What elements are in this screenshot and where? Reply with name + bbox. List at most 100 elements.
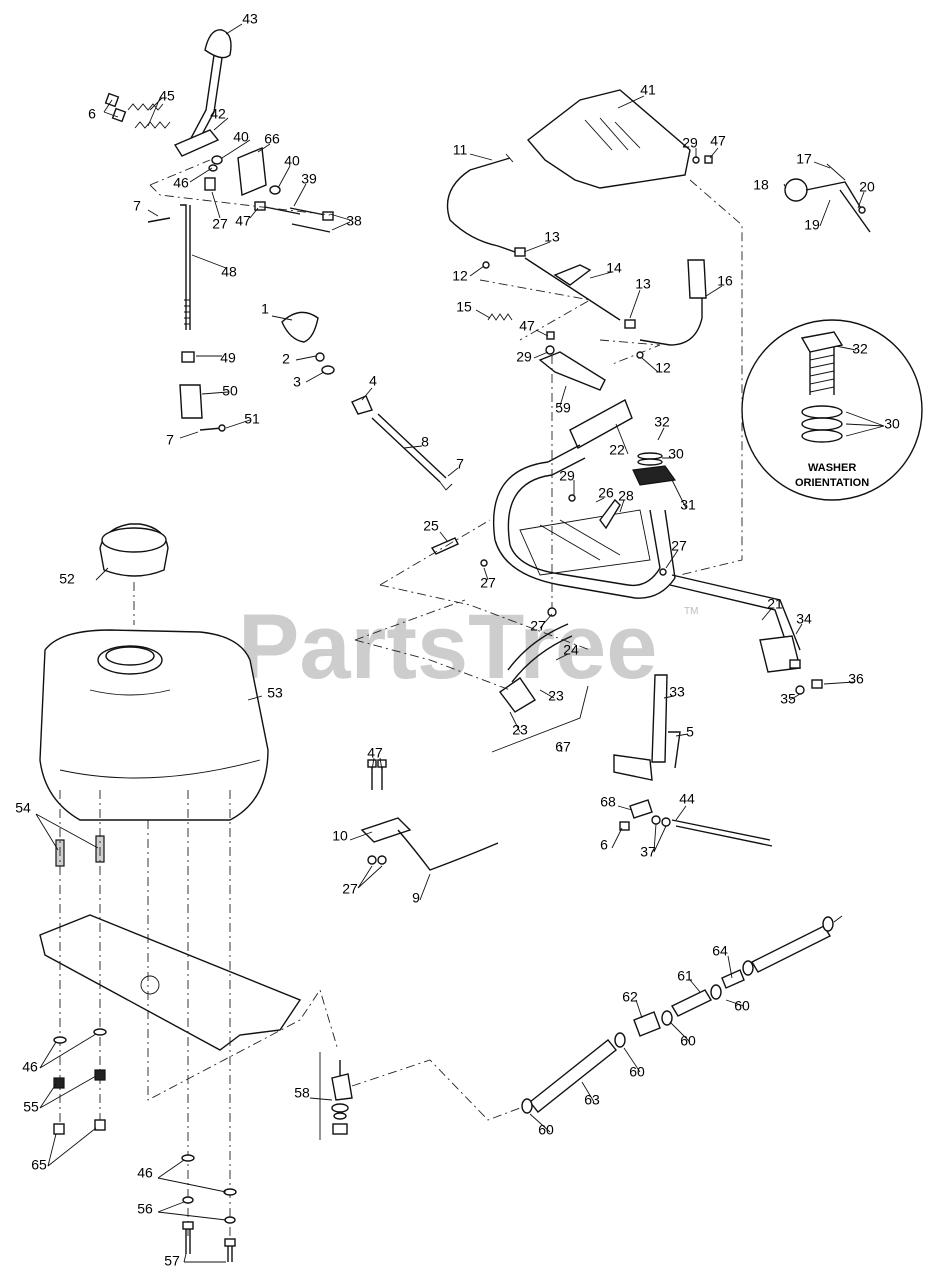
callout-c8: 8	[421, 434, 429, 450]
washer-orientation-detail: WASHER ORIENTATION	[741, 319, 923, 501]
callout-c46b: 46	[22, 1059, 38, 1075]
callout-c47c: 47	[519, 318, 535, 334]
watermark-trademark: TM	[684, 606, 698, 617]
callout-c47b: 47	[710, 133, 726, 149]
control-knob	[281, 311, 319, 343]
callout-c30a: 30	[884, 416, 900, 432]
callout-c36: 36	[848, 671, 864, 687]
callout-c60b: 60	[680, 1033, 696, 1049]
callout-c53: 53	[267, 685, 283, 701]
callout-c15: 15	[456, 299, 472, 315]
callout-c18: 18	[753, 177, 769, 193]
callout-c56: 56	[137, 1201, 153, 1217]
watermark: PartsTree	[238, 596, 657, 698]
callout-c23a: 23	[548, 688, 564, 704]
lift-control-rod	[281, 311, 453, 491]
callout-c46c: 46	[137, 1165, 153, 1181]
throttle-cable	[360, 759, 499, 871]
callout-c13b: 13	[635, 276, 651, 292]
callout-c23b: 23	[512, 722, 528, 738]
callout-c46a: 46	[173, 175, 189, 191]
callout-c6b: 6	[600, 837, 608, 853]
callout-c32a: 32	[852, 341, 868, 357]
small-lever-assembly	[784, 163, 871, 233]
callout-c38: 38	[346, 213, 362, 229]
callout-c57: 57	[164, 1253, 180, 1269]
callout-c45: 45	[159, 88, 175, 104]
callout-c59: 59	[555, 400, 571, 416]
callout-c19: 19	[804, 217, 820, 233]
callout-c22: 22	[609, 442, 625, 458]
callout-c25: 25	[423, 518, 439, 534]
callout-c33: 33	[669, 684, 685, 700]
callout-c35: 35	[780, 691, 796, 707]
callout-c60a: 60	[734, 998, 750, 1014]
callout-c39: 39	[301, 171, 317, 187]
callout-c27c: 27	[480, 575, 496, 591]
callout-c55: 55	[23, 1099, 39, 1115]
callout-c16: 16	[717, 273, 733, 289]
callout-c7b: 7	[166, 432, 174, 448]
callout-c47a: 47	[235, 213, 251, 229]
callout-c20: 20	[859, 179, 875, 195]
detail-note-line2: ORIENTATION	[795, 477, 869, 489]
fuel-tank-assembly	[39, 523, 339, 1262]
callout-c41: 41	[640, 82, 656, 98]
callout-c54: 54	[15, 800, 31, 816]
fuel-line-assembly	[319, 915, 843, 1140]
callout-c61: 61	[677, 968, 693, 984]
callout-c47d: 47	[367, 745, 383, 761]
callout-c12b: 12	[655, 360, 671, 376]
callout-c29c: 29	[559, 468, 575, 484]
callout-c5: 5	[686, 724, 694, 740]
callout-c51: 51	[244, 411, 260, 427]
callout-c60d: 60	[538, 1122, 554, 1138]
callout-c29b: 29	[516, 349, 532, 365]
callout-c21: 21	[767, 596, 783, 612]
console-plate	[526, 89, 691, 189]
callout-c6a: 6	[88, 106, 96, 122]
callout-c27e: 27	[342, 881, 358, 897]
callout-c1: 1	[261, 301, 269, 317]
callout-c52: 52	[59, 571, 75, 587]
callout-c7a: 7	[133, 198, 141, 214]
callout-c12a: 12	[452, 268, 468, 284]
callout-c27d: 27	[530, 618, 546, 634]
callout-c66: 66	[264, 131, 280, 147]
callout-c64: 64	[712, 943, 728, 959]
callout-c40a: 40	[233, 129, 249, 145]
callout-c10: 10	[332, 828, 348, 844]
callout-c48: 48	[221, 264, 237, 280]
callout-c9: 9	[412, 890, 420, 906]
callout-c17: 17	[796, 151, 812, 167]
callout-c24: 24	[563, 642, 579, 658]
callout-c3: 3	[293, 374, 301, 390]
callout-c31: 31	[680, 497, 696, 513]
callout-c13a: 13	[544, 229, 560, 245]
callout-c60c: 60	[629, 1064, 645, 1080]
callout-c49: 49	[220, 350, 236, 366]
detail-note-line1: WASHER	[808, 462, 856, 474]
callout-c43: 43	[242, 11, 258, 27]
handle-frame	[354, 399, 823, 753]
callout-c29a: 29	[682, 135, 698, 151]
mounting-plate	[39, 914, 302, 1051]
callout-c4: 4	[369, 373, 377, 389]
lever-knob	[204, 29, 232, 59]
callout-c37: 37	[640, 844, 656, 860]
callout-c27b: 27	[671, 538, 687, 554]
shift-lever-assembly	[104, 29, 334, 432]
callout-c42: 42	[210, 106, 226, 122]
callout-c40b: 40	[284, 153, 300, 169]
callout-leaders	[35, 23, 885, 1263]
callout-c65: 65	[31, 1157, 47, 1173]
callout-c58: 58	[294, 1085, 310, 1101]
callout-c50: 50	[222, 383, 238, 399]
callout-c34: 34	[796, 611, 812, 627]
callout-c26: 26	[598, 485, 614, 501]
callout-c44: 44	[679, 791, 695, 807]
callout-c7c: 7	[456, 456, 464, 472]
console-and-cables	[446, 89, 743, 610]
